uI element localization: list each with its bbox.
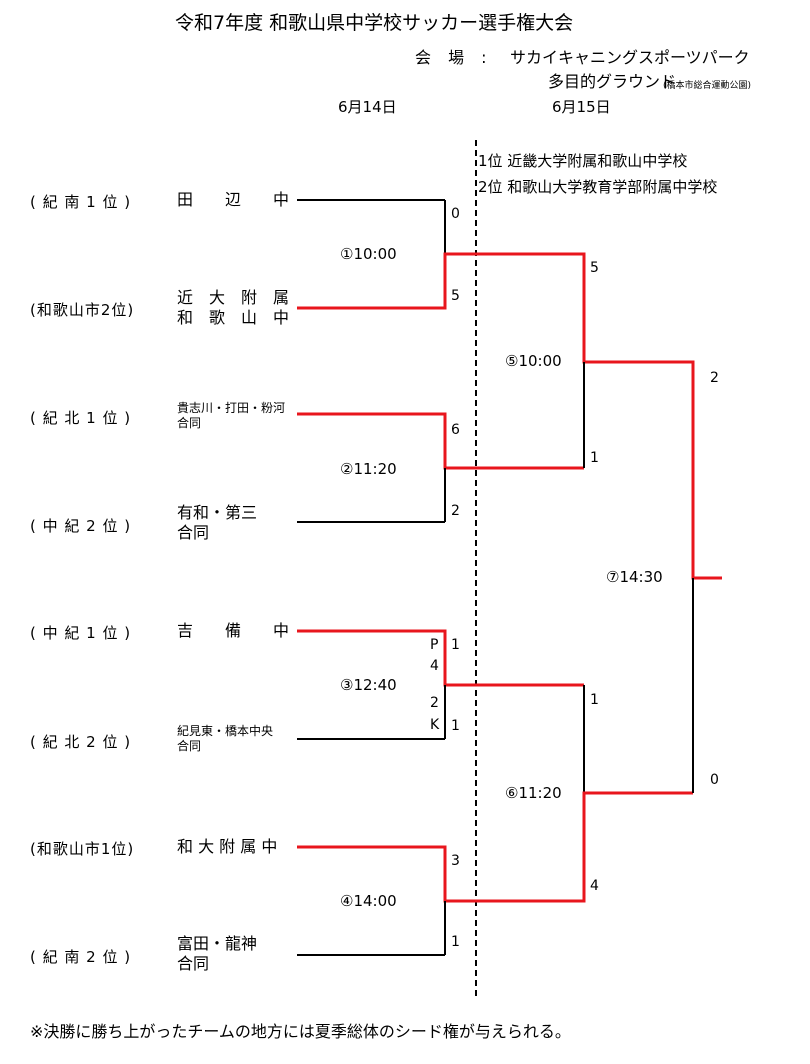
team-5-region: ( 中 紀 1 位 ): [30, 624, 132, 642]
team-6-region: ( 紀 北 2 位 ): [30, 733, 132, 751]
m6-bottom-score: 4: [590, 878, 599, 894]
team-4-name: 有和・第三合同: [177, 503, 257, 543]
m3-pk-bottom: 2: [430, 695, 439, 711]
match-1-time: ①10:00: [340, 245, 397, 263]
m4-top-score: 3: [451, 853, 460, 869]
team-6-line2: 合同: [177, 739, 202, 753]
venue-label: 会 場 :: [415, 48, 493, 67]
team-2-line2: 和 歌 山 中: [177, 308, 290, 327]
m6-top-score: 1: [590, 692, 599, 708]
team-1-region: ( 紀 南 1 位 ): [30, 193, 132, 211]
team-3-line1: 貴志川・打田・粉河: [177, 401, 286, 415]
m2-bottom-score: 2: [451, 503, 460, 519]
page-title: 令和7年度 和歌山県中学校サッカー選手権大会: [175, 12, 574, 34]
m1-winner-path: [297, 252, 722, 580]
match-3-time: ③12:40: [340, 676, 397, 694]
team-3-name: 貴志川・打田・粉河合同: [177, 401, 285, 431]
m4-bottom-score: 1: [451, 934, 460, 950]
m1-bottom-score: 5: [451, 288, 460, 304]
match-7-time: ⑦14:30: [606, 568, 663, 586]
m2-top-score: 6: [451, 422, 460, 438]
m3-top-score: 1: [451, 637, 460, 653]
m5-top-score: 5: [590, 260, 599, 276]
team-8-line2: 合同: [177, 954, 210, 973]
team-8-line1: 富田・龍神: [177, 934, 258, 953]
date-day1: 6月14日: [338, 98, 397, 116]
team-8-name: 富田・龍神合同: [177, 934, 257, 974]
footer-note: ※決勝に勝ち上がったチームの地方には夏季総体のシード権が与えられる。: [30, 1022, 571, 1041]
date-day2: 6月15日: [552, 98, 611, 116]
m4-winner-path: [297, 791, 693, 903]
match-2-time: ②11:20: [340, 460, 397, 478]
team-5-name: 吉 備 中: [177, 621, 289, 641]
team-2-name: 近 大 附 属和 歌 山 中: [177, 288, 289, 328]
venue-name: サカイキャニングスポーツパーク: [510, 48, 750, 67]
team-2-line1: 近 大 附 属: [177, 288, 290, 307]
m3-winner-path: [297, 629, 584, 687]
m5-bottom-score: 1: [590, 450, 599, 466]
team-4-region: ( 中 紀 2 位 ): [30, 517, 132, 535]
m7-top-score: 2: [710, 370, 719, 386]
m3-pk-p: P: [430, 637, 439, 653]
m1-top-score: 0: [451, 206, 460, 222]
m3-bottom-score: 1: [451, 718, 460, 734]
m2-winner-path: [297, 412, 584, 470]
team-2-region: (和歌山市2位): [30, 301, 135, 319]
team-7-region: (和歌山市1位): [30, 840, 135, 858]
team-7-line1: 和 大 附 属 中: [177, 837, 278, 856]
team-8-region: ( 紀 南 2 位 ): [30, 948, 132, 966]
team-6-line1: 紀見東・橋本中央: [177, 724, 274, 738]
team-6-name: 紀見東・橋本中央合同: [177, 724, 273, 754]
team-3-region: ( 紀 北 1 位 ): [30, 409, 132, 427]
m7-bottom-score: 0: [710, 772, 719, 788]
team-3-line2: 合同: [177, 416, 202, 430]
team-1-line1: 田 辺 中: [177, 190, 290, 209]
match-4-time: ④14:00: [340, 892, 397, 910]
team-5-line1: 吉 備 中: [177, 621, 290, 640]
match-5-time: ⑤10:00: [505, 352, 562, 370]
result-second: 2位 和歌山大学教育学部附属中学校: [478, 178, 718, 196]
team-7-name: 和 大 附 属 中: [177, 837, 277, 857]
match-6-time: ⑥11:20: [505, 784, 562, 802]
m3-pk-k: K: [430, 717, 440, 733]
m3-pk-top: 4: [430, 658, 439, 674]
team-4-line2: 合同: [177, 523, 210, 542]
venue-note: (橋本市総合運動公園): [663, 81, 752, 91]
team-4-line1: 有和・第三: [177, 503, 258, 522]
team-1-name: 田 辺 中: [177, 190, 289, 210]
result-first: 1位 近畿大学附属和歌山中学校: [478, 152, 688, 170]
venue-subname: 多目的グラウンド: [548, 72, 677, 91]
